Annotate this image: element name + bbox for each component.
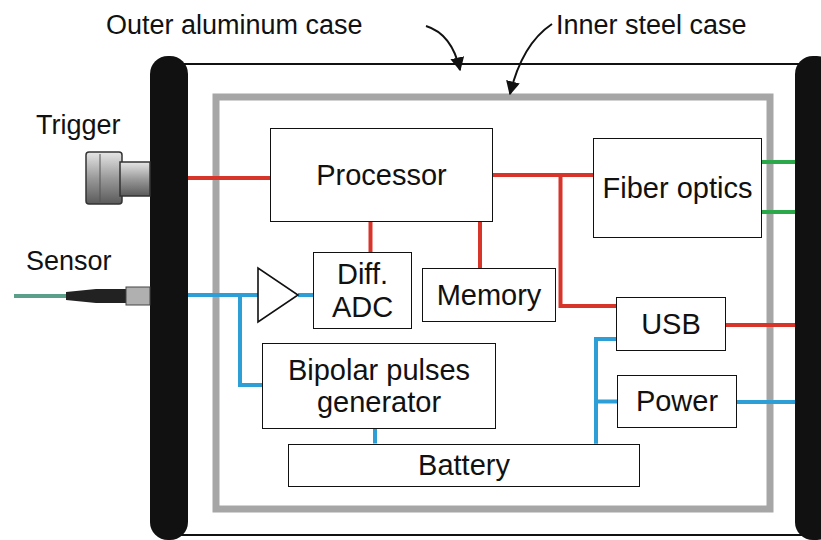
outer-case — [165, 64, 805, 535]
usb-port-wire — [726, 323, 795, 327]
trigger-wire — [188, 176, 270, 180]
block-label: Diff. ADC — [320, 258, 405, 323]
block-label: Bipolar pulses generator — [269, 354, 489, 419]
block-label: Processor — [316, 159, 447, 191]
power-port-wire — [737, 400, 795, 404]
signal-wire — [596, 339, 616, 443]
block-box: Processor — [270, 128, 493, 222]
part-label: Inner steel case — [556, 12, 747, 39]
leader-arrow — [510, 24, 552, 94]
block-label: Battery — [418, 449, 510, 481]
leader-arrow — [426, 26, 460, 70]
fiber-output — [762, 210, 795, 214]
signal-wire — [478, 222, 482, 268]
block-box: Battery — [288, 444, 640, 487]
signal-wire — [369, 222, 373, 252]
block-box: Power — [617, 375, 737, 428]
right-end-cap — [795, 56, 821, 540]
block-box: Diff. ADC — [313, 252, 412, 329]
left-end-cap — [150, 56, 188, 540]
part-label: Trigger — [36, 112, 121, 139]
block-label: Memory — [437, 279, 542, 311]
block-label: Power — [636, 385, 718, 417]
block-label: Fiber optics — [603, 172, 753, 204]
fiber-output — [762, 160, 795, 164]
block-box: Bipolar pulses generator — [262, 343, 496, 429]
signal-wire — [373, 429, 377, 444]
signal-wire — [596, 402, 617, 444]
part-label: Sensor — [26, 248, 112, 275]
bnc-connector — [86, 152, 150, 204]
block-box: Fiber optics — [593, 138, 762, 238]
block-box: USB — [616, 297, 726, 351]
sensor-cable — [14, 287, 150, 305]
block-box: Memory — [422, 268, 556, 322]
part-label: Outer aluminum case — [106, 12, 363, 39]
amplifier-symbol — [258, 268, 298, 322]
inner-case — [216, 97, 770, 509]
block-label: USB — [641, 308, 701, 340]
